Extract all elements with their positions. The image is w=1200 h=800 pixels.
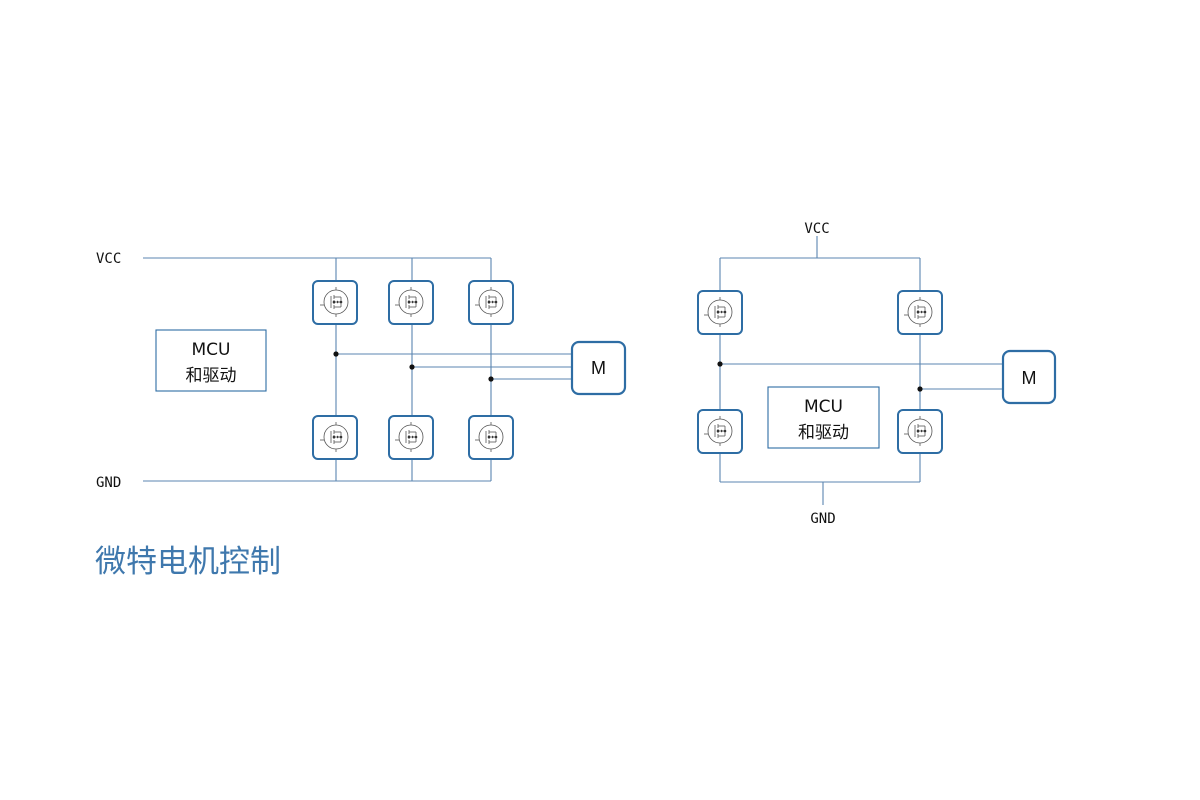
left-controller-box bbox=[155, 329, 267, 392]
right-gnd-label: GND bbox=[810, 511, 835, 527]
left-motor-box bbox=[570, 340, 627, 396]
left-junction-2 bbox=[409, 364, 415, 370]
left-vcc-label: VCC bbox=[96, 251, 121, 267]
right-controller-line2: 和驱动 bbox=[798, 423, 849, 443]
left-junction-3 bbox=[488, 376, 494, 382]
left-switch-high-3 bbox=[468, 280, 514, 325]
left-junction-1 bbox=[333, 351, 339, 357]
right-junction-1 bbox=[717, 361, 723, 367]
right-switch-low-1 bbox=[697, 409, 743, 454]
left-controller-line1: MCU bbox=[192, 340, 231, 360]
left-controller-line2: 和驱动 bbox=[186, 366, 237, 386]
right-motor-label: M bbox=[1022, 368, 1037, 388]
right-switch-low-2 bbox=[897, 409, 943, 454]
right-controller-box bbox=[767, 386, 880, 449]
right-controller-line1: MCU bbox=[804, 397, 843, 417]
left-diagram: VCC GND MCU 和驱动 bbox=[96, 251, 627, 491]
right-diagram: VCC GND MCU 和驱动 M bbox=[697, 221, 1057, 527]
right-motor-box bbox=[1001, 349, 1057, 405]
page-title: 微特电机控制 bbox=[95, 544, 281, 580]
right-switch-high-1 bbox=[697, 290, 743, 335]
left-switch-low-3 bbox=[468, 415, 514, 460]
left-motor-label: M bbox=[591, 358, 606, 378]
left-gnd-label: GND bbox=[96, 475, 121, 491]
right-vcc-label: VCC bbox=[804, 221, 829, 237]
left-switch-high-1 bbox=[312, 280, 358, 325]
left-switch-high-2 bbox=[388, 280, 434, 325]
right-switch-high-2 bbox=[897, 290, 943, 335]
left-switch-low-1 bbox=[312, 415, 358, 460]
right-junction-2 bbox=[917, 386, 923, 392]
left-switch-low-2 bbox=[388, 415, 434, 460]
